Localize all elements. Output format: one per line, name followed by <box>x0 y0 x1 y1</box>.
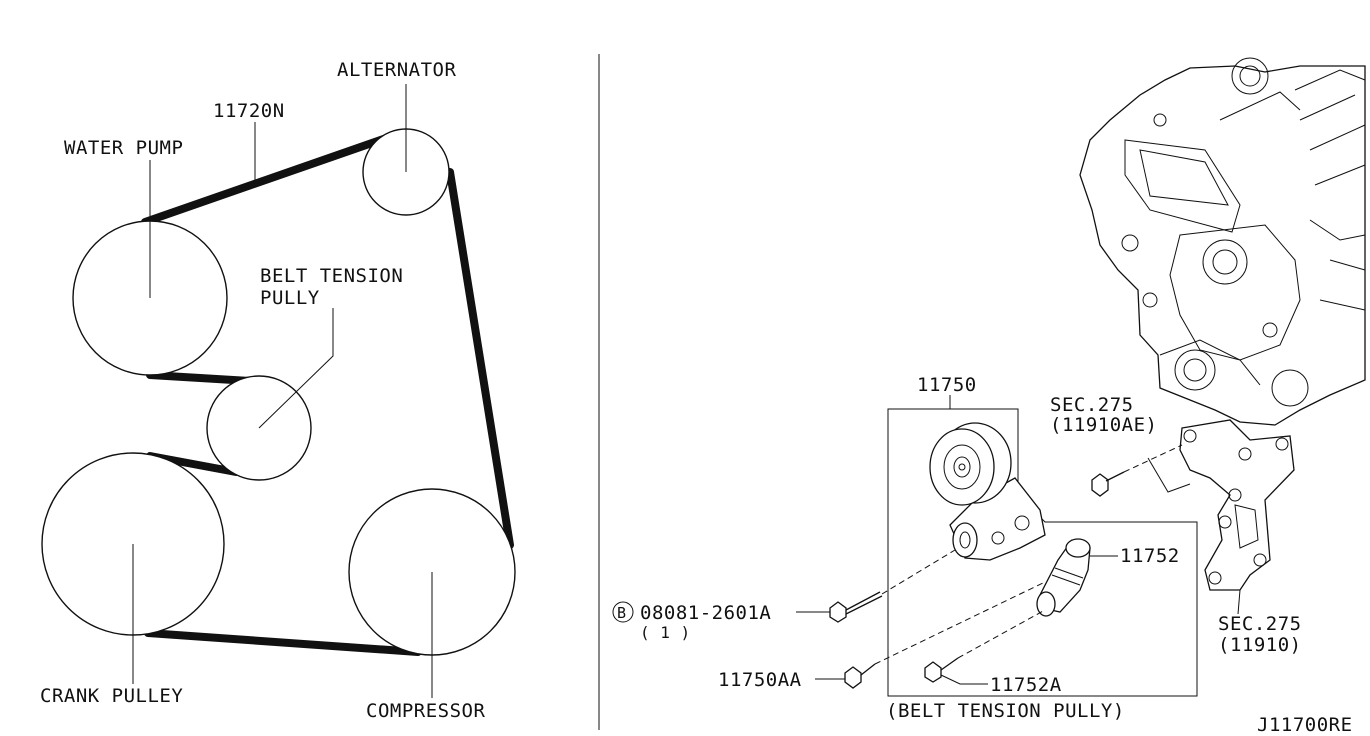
tensioner-part-number-label: 11752 <box>1120 545 1180 567</box>
alternator-label: ALTERNATOR <box>337 59 456 81</box>
mounting-bracket-illustration <box>1179 419 1295 591</box>
assembly-part-number-label: 11750 <box>917 374 977 396</box>
bolt-quantity-label: ( 1 ) <box>640 623 691 642</box>
parts-leader-lines <box>796 395 1241 685</box>
assembly-caption: (BELT TENSION PULLY) <box>886 700 1125 722</box>
tensioner-parts-diagram: 11750 SEC.275 (11910AE) 11752 B 08081-26… <box>612 57 1366 736</box>
sec-275-bolt-illustration <box>1091 444 1191 497</box>
belt-tension-pulley-label-line2: PULLY <box>260 287 320 309</box>
bolt-11752a-label: 11752A <box>990 674 1062 696</box>
bolt-11750aa-illustration <box>844 581 1046 689</box>
bolt-marker-circle <box>612 601 634 623</box>
belt-routing-diagram: ALTERNATOR 11720N WATER PUMP BELT TENSIO… <box>40 59 516 722</box>
belt-tension-pulley-label-line1: BELT TENSION <box>260 265 403 287</box>
bolt-08081-illustration <box>829 549 956 623</box>
sec-275-bottom-label: SEC.275 <box>1218 613 1302 635</box>
sec-275-bottom-ref-label: (11910) <box>1218 634 1302 656</box>
bolt-marker-letter: B <box>617 604 627 622</box>
sec-275-top-label: SEC.275 <box>1050 394 1134 416</box>
crank-pulley-label: CRANK PULLEY <box>40 685 183 707</box>
assembly-outline <box>887 408 1198 697</box>
belt-leader-lines <box>132 84 433 698</box>
bolt-part-number-label: 08081-2601A <box>640 602 771 624</box>
compressor-label: COMPRESSOR <box>366 700 485 722</box>
bolt-11752a-illustration <box>924 609 1046 683</box>
belt-part-number-label: 11720N <box>213 100 285 122</box>
bolt-11750aa-label: 11750AA <box>718 669 802 691</box>
diagram-id: J11700RE <box>1257 714 1353 736</box>
sec-275-top-ref-label: (11910AE) <box>1050 414 1157 436</box>
belt-tension-pulley-assembly <box>929 422 1046 561</box>
hydraulic-tensioner-illustration <box>1036 538 1091 617</box>
engine-block-illustration <box>1079 57 1366 426</box>
water-pump-label: WATER PUMP <box>64 137 183 159</box>
